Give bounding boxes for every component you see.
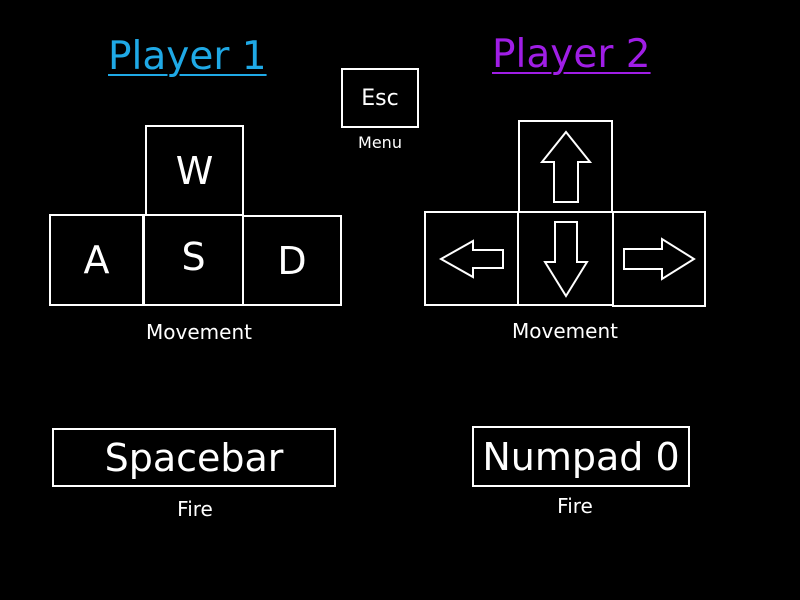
key-down-arrow xyxy=(517,211,614,306)
player1-fire-caption: Fire xyxy=(177,497,213,521)
right-arrow-icon xyxy=(623,237,696,281)
menu-caption: Menu xyxy=(358,133,402,152)
player1-fire-key-label: Spacebar xyxy=(104,435,284,480)
player1-movement-caption: Movement xyxy=(146,320,252,344)
player1-fire-key: Spacebar xyxy=(52,428,336,487)
player2-movement-caption: Movement xyxy=(512,319,618,343)
key-a-label: A xyxy=(83,238,110,282)
key-w: W xyxy=(145,125,244,216)
player2-fire-key: Numpad 0 xyxy=(472,426,690,487)
key-right-arrow xyxy=(612,211,706,307)
key-esc-label: Esc xyxy=(361,85,399,111)
key-left-arrow xyxy=(424,211,519,306)
player2-fire-key-label: Numpad 0 xyxy=(482,434,680,479)
up-arrow-icon xyxy=(539,129,592,203)
key-s-label: S xyxy=(181,235,206,279)
key-d: D xyxy=(242,215,342,306)
key-w-label: W xyxy=(175,148,214,193)
key-a: A xyxy=(49,214,144,306)
player1-title: Player 1 xyxy=(108,34,267,79)
player2-fire-caption: Fire xyxy=(557,494,593,518)
left-arrow-icon xyxy=(438,238,504,279)
player2-title: Player 2 xyxy=(492,32,651,77)
key-s: S xyxy=(143,214,244,306)
down-arrow-icon xyxy=(542,220,589,298)
key-d-label: D xyxy=(277,238,307,283)
key-up-arrow xyxy=(518,120,613,213)
key-esc: Esc xyxy=(341,68,419,128)
